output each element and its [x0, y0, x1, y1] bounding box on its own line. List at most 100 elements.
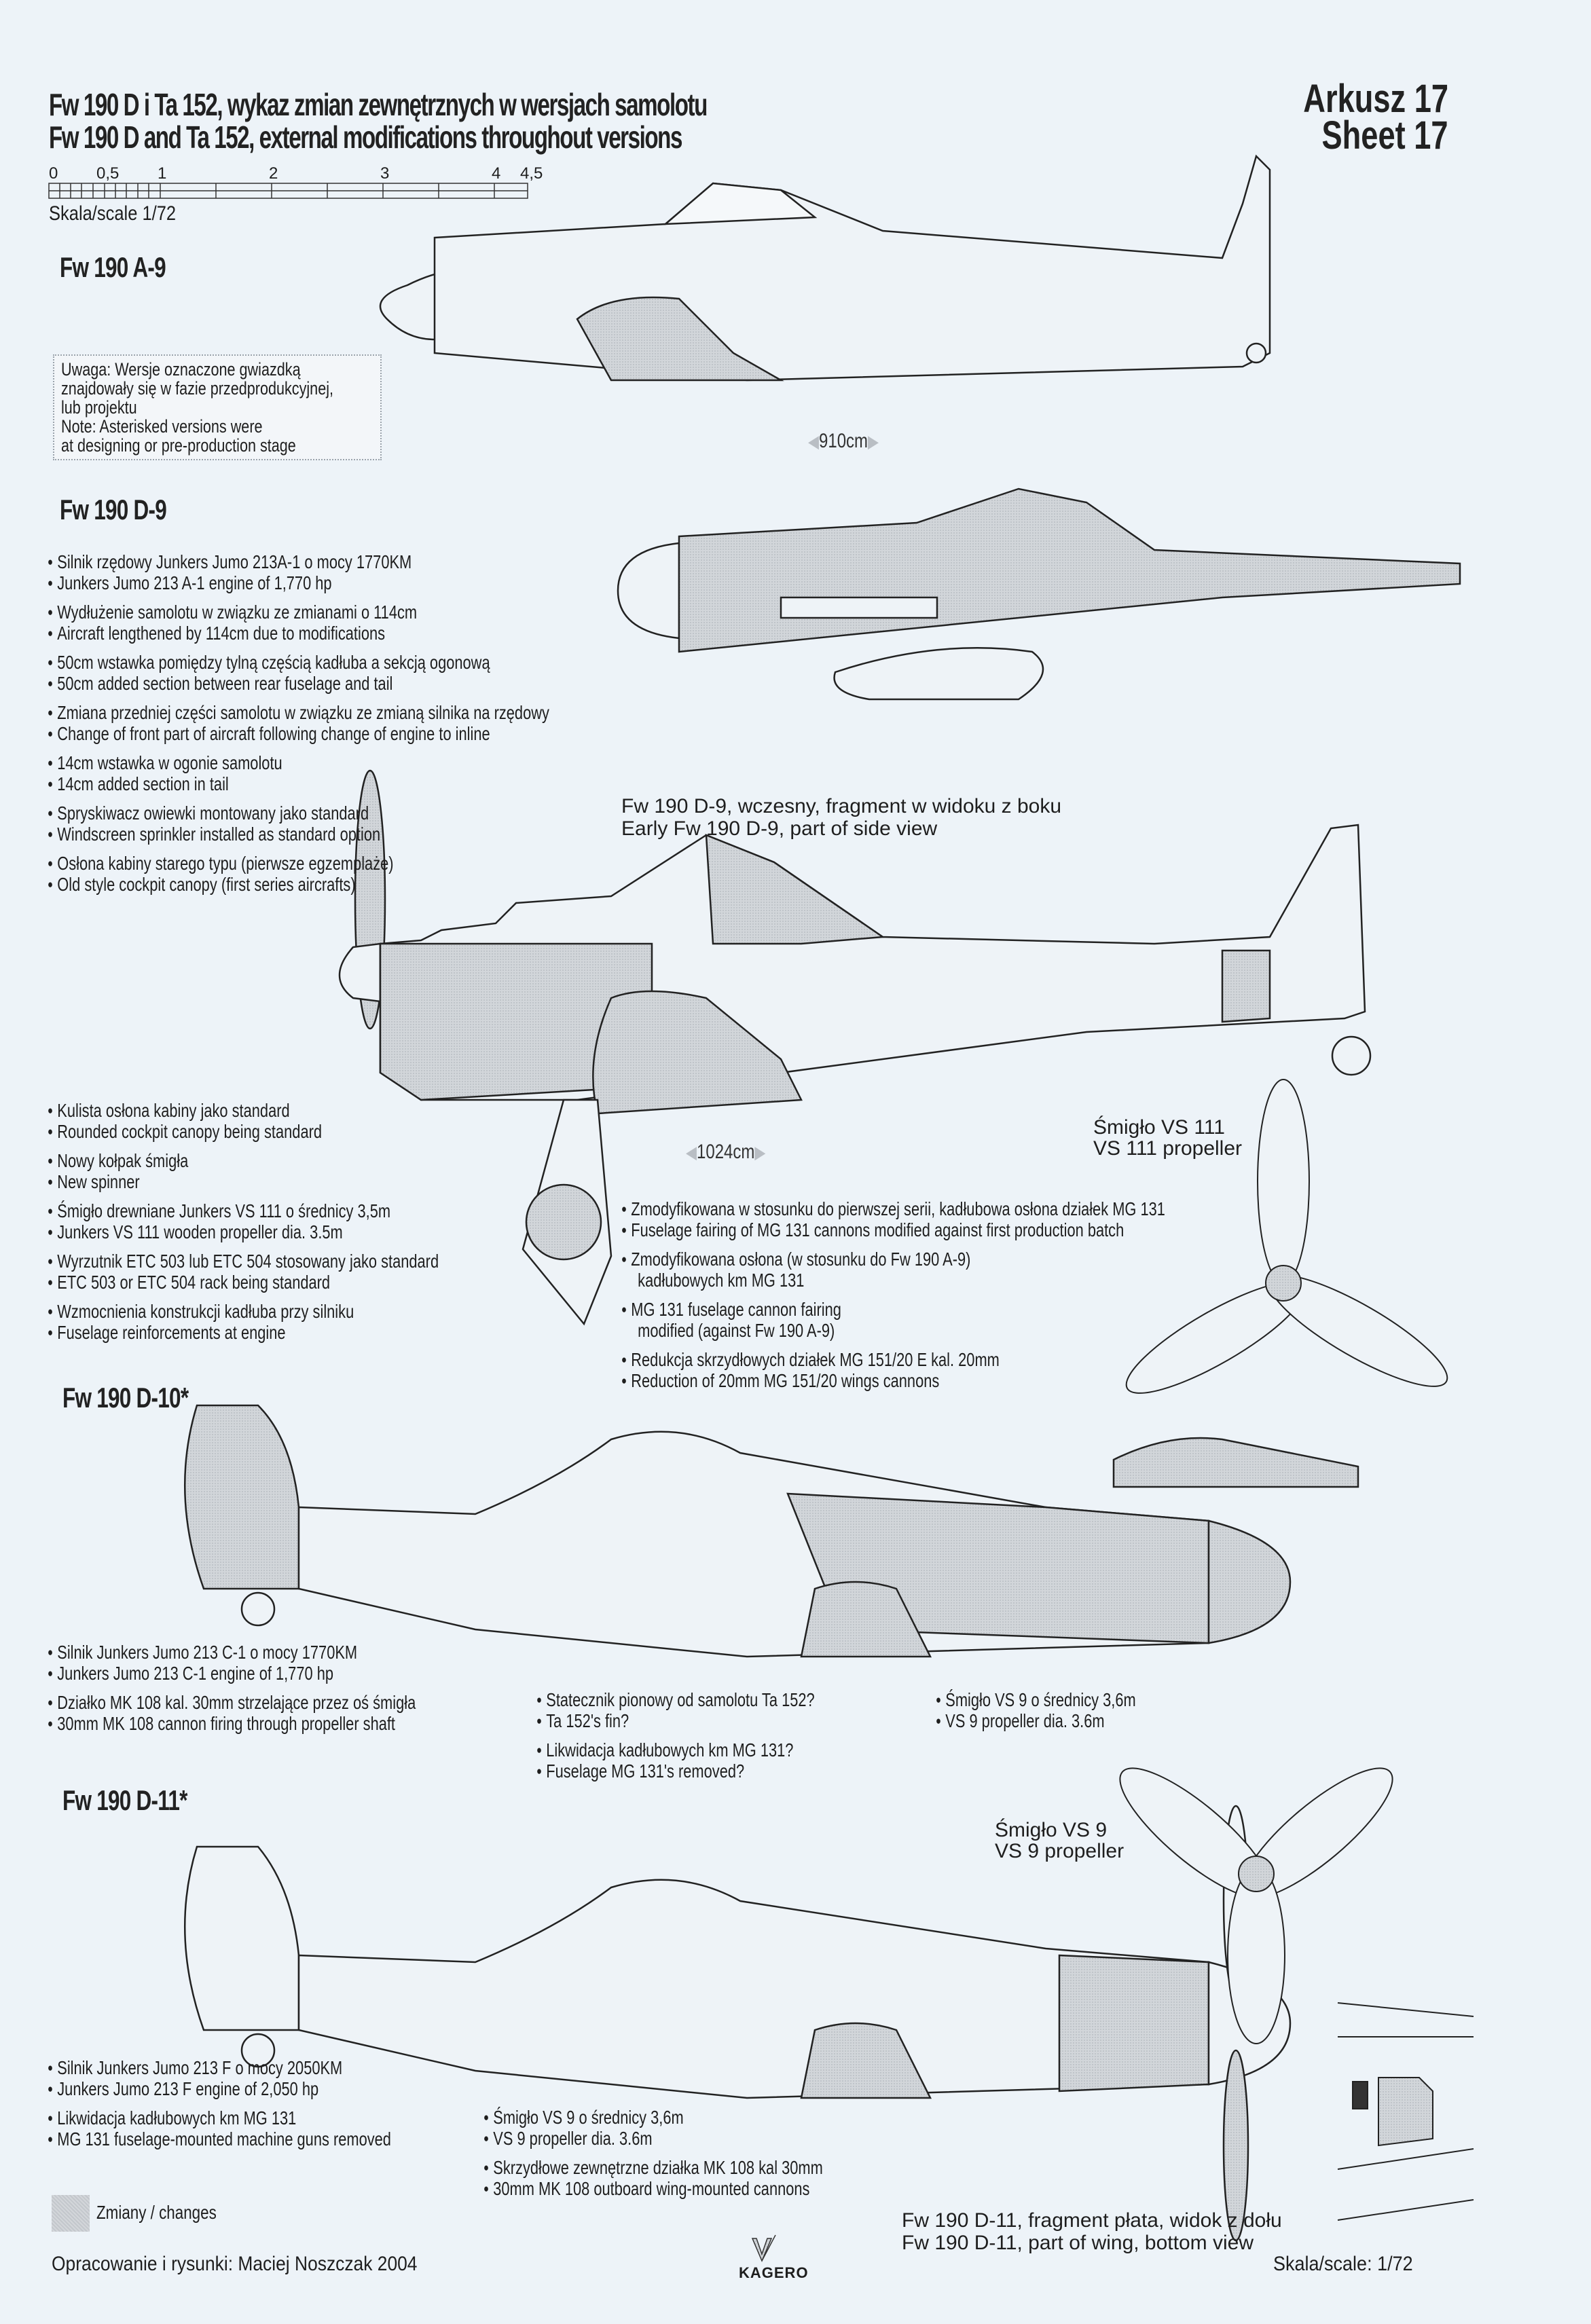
list-item: VS 9 propeller dia. 3.6m — [483, 2128, 823, 2149]
scale-tick-2: 2 — [269, 164, 278, 183]
arrow-right-icon: ▶ — [868, 431, 879, 451]
aircraft-fw190-d10-nose-fragment — [1112, 1437, 1359, 1488]
note-line: lub projektu — [61, 397, 137, 418]
d11-wing-caption-english: Fw 190 D-11, part of wing, bottom view — [902, 2232, 1254, 2254]
vs9-caption-polish: Śmigło VS 9 — [995, 1819, 1108, 1841]
aircraft-fw190-a9-side-view — [379, 154, 1271, 382]
d11-wing-caption-polish: Fw 190 D-11, fragment płata, widok z doł… — [902, 2209, 1282, 2232]
list-item: Junkers Jumo 213 F engine of 2,050 hp — [48, 2078, 391, 2099]
list-item: Śmigło VS 9 o średnicy 3,6m — [483, 2107, 823, 2128]
list-item: 50cm wstawka pomiędzy tylną częścią kadł… — [48, 652, 549, 673]
d9-change-list-right: Zmodyfikowana w stosunku do pierwszej se… — [621, 1198, 1319, 1391]
vs111-caption-english: VS 111 propeller — [1093, 1137, 1243, 1160]
list-item: MG 131 fuselage cannon fairing — [621, 1299, 1165, 1320]
changes-legend-label: Zmiany / changes — [96, 2202, 217, 2223]
vs9-caption-english: VS 9 propeller — [995, 1840, 1124, 1862]
list-item: Old style cockpit canopy (first series a… — [48, 874, 549, 895]
variant-heading-d11: Fw 190 D-11* — [62, 1784, 187, 1816]
note-line: at designing or pre-production stage — [61, 435, 296, 456]
d10-change-list-mid: Statecznik pionowy od samolotu Ta 152? T… — [536, 1689, 893, 1782]
d9-change-list: Silnik rzędowy Junkers Jumo 213A-1 o moc… — [48, 551, 691, 895]
scale-label: Skala/scale 1/72 — [49, 202, 177, 225]
scale-tick-4: 4 — [492, 164, 501, 183]
title-polish: Fw 190 D i Ta 152, wykaz zmian zewnętrzn… — [49, 87, 708, 122]
note-line: Uwaga: Wersje oznaczone gwiazdką — [61, 359, 301, 380]
list-item: 14cm added section in tail — [48, 773, 549, 794]
kagero-logo-mark — [751, 2234, 776, 2262]
d10-change-list-right: Śmigło VS 9 o średnicy 3,6m VS 9 propell… — [936, 1689, 1192, 1731]
arrow-right-icon: ▶ — [754, 1142, 766, 1162]
list-item: Wzmocnienia konstrukcji kadłuba przy sil… — [48, 1301, 439, 1322]
note-line: znajdowały się w fazie przedprodukcyjnej… — [61, 378, 334, 399]
d9-change-list-lower: Kulista osłona kabiny jako standard Roun… — [48, 1100, 549, 1343]
list-item: modified (against Fw 190 A-9) — [638, 1320, 835, 1341]
list-item: Nowy kołpak śmigła — [48, 1150, 439, 1171]
credits: Opracowanie i rysunki: Maciej Noszczak 2… — [52, 2253, 418, 2275]
list-item: Fuselage reinforcements at engine — [48, 1322, 439, 1343]
vs111-caption-polish: Śmigło VS 111 — [1093, 1116, 1225, 1139]
length-value: 910cm — [819, 430, 868, 452]
list-item: 14cm wstawka w ogonie samolotu — [48, 752, 549, 773]
d9-early-caption-polish: Fw 190 D-9, wczesny, fragment w widoku z… — [621, 795, 1062, 817]
arrow-left-icon: ◀ — [686, 1142, 697, 1162]
list-item: 50cm added section between rear fuselage… — [48, 673, 549, 694]
list-item: Statecznik pionowy od samolotu Ta 152? — [536, 1689, 814, 1710]
footer-scale-label: Skala/scale: 1/72 — [1273, 2253, 1413, 2275]
list-item: Śmigło drewniane Junkers VS 111 o średni… — [48, 1200, 439, 1221]
list-item: Ta 152's fin? — [536, 1710, 815, 1731]
d9-early-caption-english: Early Fw 190 D-9, part of side view — [621, 817, 938, 840]
variant-heading-d10: Fw 190 D-10* — [62, 1382, 189, 1414]
list-item: Zmodyfikowana w stosunku do pierwszej se… — [621, 1198, 1165, 1219]
d11-change-list-right: Śmigło VS 9 o średnicy 3,6m VS 9 propell… — [483, 2107, 919, 2199]
list-item: Fuselage MG 131's removed? — [536, 1760, 815, 1782]
aircraft-fw190-d10-side-view — [184, 1404, 1292, 1658]
list-item: Reduction of 20mm MG 151/20 wings cannon… — [621, 1370, 1165, 1391]
sheet-number-english: Sheet 17 — [1321, 113, 1448, 158]
list-item: Junkers Jumo 213 C-1 engine of 1,770 hp — [48, 1663, 416, 1684]
list-item: Junkers Jumo 213 A-1 engine of 1,770 hp — [48, 572, 549, 593]
list-item: Change of front part of aircraft followi… — [48, 723, 549, 744]
list-item: Fuselage fairing of MG 131 cannons modif… — [621, 1219, 1165, 1240]
list-item: Zmiana przedniej części samolotu w związ… — [48, 702, 549, 723]
list-item: Wyrzutnik ETC 503 lub ETC 504 stosowany … — [48, 1251, 439, 1272]
list-item: Aircraft lengthened by 114cm due to modi… — [48, 623, 549, 644]
length-value: 1024cm — [697, 1141, 755, 1163]
list-item: Junkers VS 111 wooden propeller dia. 3.5… — [48, 1221, 439, 1242]
list-item: Silnik rzędowy Junkers Jumo 213A-1 o moc… — [48, 551, 549, 572]
list-item: Silnik Junkers Jumo 213 F o mocy 2050KM — [48, 2057, 391, 2078]
list-item: Silnik Junkers Jumo 213 C-1 o mocy 1770K… — [48, 1642, 416, 1663]
d10-change-list: Silnik Junkers Jumo 213 C-1 o mocy 1770K… — [48, 1642, 519, 1734]
scale-tick-1: 1 — [158, 164, 167, 183]
list-item: Rounded cockpit canopy being standard — [48, 1121, 439, 1142]
list-item: Zmodyfikowana osłona (w stosunku do Fw 1… — [621, 1249, 1165, 1270]
propeller-vs9-front-view — [1119, 1767, 1393, 2044]
sheet-number-polish: Arkusz 17 — [1303, 77, 1448, 121]
changes-legend-swatch — [52, 2195, 90, 2232]
scale-tick-3: 3 — [380, 164, 390, 183]
list-item: 30mm MK 108 outboard wing-mounted cannon… — [483, 2178, 823, 2199]
list-item: Wydłużenie samolotu w związku ze zmianam… — [48, 602, 549, 623]
arrow-left-icon: ◀ — [808, 431, 819, 451]
note-line: Note: Asterisked versions were — [61, 416, 263, 437]
length-dimension-d9: ◀1024cm▶ — [686, 1141, 765, 1164]
scale-tick-4-5: 4,5 — [520, 164, 543, 183]
publisher-logo-text: KAGERO — [739, 2264, 809, 2281]
propeller-vs111-front-view — [1125, 1079, 1448, 1394]
variant-heading-a9: Fw 190 A-9 — [60, 251, 166, 283]
list-item: Kulista osłona kabiny jako standard — [48, 1100, 439, 1121]
list-item: Działko MK 108 kal. 30mm strzelające prz… — [48, 1692, 416, 1713]
list-item: Spryskiwacz owiewki montowany jako stand… — [48, 803, 549, 824]
scale-tick-0: 0 — [49, 164, 58, 183]
scale-tick-0-5: 0,5 — [96, 164, 120, 183]
list-item: Redukcja skrzydłowych działek MG 151/20 … — [621, 1349, 1165, 1370]
list-item: 30mm MK 108 cannon firing through propel… — [48, 1713, 416, 1734]
scale-bar — [48, 183, 528, 199]
list-item: Śmigło VS 9 o średnicy 3,6m — [936, 1689, 1135, 1710]
list-item: Likwidacja kadłubowych km MG 131? — [536, 1739, 815, 1760]
list-item: New spinner — [48, 1171, 439, 1192]
variant-heading-d9: Fw 190 D-9 — [60, 494, 167, 525]
list-item: Skrzydłowe zewnętrzne działka MK 108 kal… — [483, 2157, 823, 2178]
list-item: ETC 503 or ETC 504 rack being standard — [48, 1272, 439, 1293]
list-item: VS 9 propeller dia. 3.6m — [936, 1710, 1136, 1731]
